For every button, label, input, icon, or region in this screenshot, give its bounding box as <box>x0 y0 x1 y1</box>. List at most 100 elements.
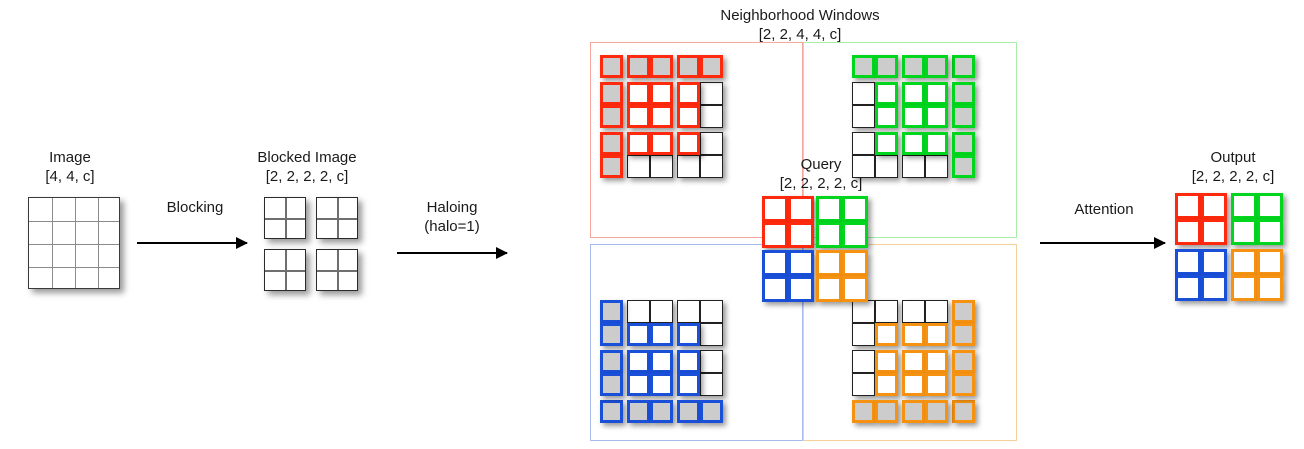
halo-cell <box>852 55 875 78</box>
query-blocks <box>762 196 878 312</box>
halo-cell <box>875 55 898 78</box>
blocked-shape: [2, 2, 2, 2, c] <box>265 168 349 185</box>
image-grid-line <box>29 221 119 223</box>
halo-cell <box>627 55 650 78</box>
window-cell <box>852 82 875 105</box>
window-cell <box>677 373 700 396</box>
window-cell <box>1201 249 1227 275</box>
halo-edge-strip <box>627 55 673 101</box>
neighborhood-block <box>677 350 723 396</box>
halo-edge-strip <box>627 400 673 446</box>
halo-edge-strip <box>952 82 998 128</box>
window-cell <box>627 132 650 155</box>
output-block-bottom-right <box>1231 249 1283 301</box>
window-cell <box>875 373 898 396</box>
window-cell <box>700 105 723 128</box>
window-cell <box>852 132 875 155</box>
neighborhood-block <box>677 82 723 128</box>
window-cell <box>816 196 842 222</box>
neighborhood-block <box>627 132 673 178</box>
quadrant-frame-bottom-right <box>803 244 1017 441</box>
window-cell <box>902 105 925 128</box>
arrow-haloing <box>397 247 508 259</box>
image-shape: [4, 4, c] <box>45 168 95 185</box>
neighborhood-block <box>852 300 898 346</box>
halo-edge-strip <box>952 300 998 346</box>
window-cell <box>852 300 875 323</box>
window-cell <box>762 276 788 302</box>
window-cell <box>925 300 948 323</box>
window-cell <box>852 155 875 178</box>
window-cell <box>875 323 898 346</box>
halo-corner-cell <box>600 400 623 423</box>
window-cell <box>627 323 650 346</box>
window-cell <box>875 105 898 128</box>
window-cell <box>650 323 673 346</box>
blocked-image-block <box>316 197 358 239</box>
window-cell <box>762 196 788 222</box>
arrow-haloing-sublabel: (halo=1) <box>424 218 480 235</box>
image-grid-line <box>98 198 100 288</box>
window-cell <box>902 300 925 323</box>
window-cell <box>1257 193 1283 219</box>
arrow-blocking <box>137 237 248 249</box>
query-shape: [2, 2, 2, 2, c] <box>779 175 863 192</box>
blocked-image-block <box>264 249 306 291</box>
image-title: Image <box>49 149 91 166</box>
window-cell <box>1201 275 1227 301</box>
window-cell <box>1175 193 1201 219</box>
window-cell <box>1175 275 1201 301</box>
image-grid-line <box>75 198 77 288</box>
window-cell <box>650 132 673 155</box>
neighborhood-block <box>677 300 723 346</box>
window-cell <box>627 155 650 178</box>
halo-cell <box>600 155 623 178</box>
halo-cell <box>600 350 623 373</box>
halo-cell <box>902 400 925 423</box>
image-grid-line <box>29 244 119 246</box>
halo-cell <box>600 300 623 323</box>
query-block-bottom-right <box>816 250 868 302</box>
window-cell <box>1231 193 1257 219</box>
window-cell <box>925 350 948 373</box>
window-cell <box>902 132 925 155</box>
window-cell <box>875 132 898 155</box>
halo-edge-strip <box>902 400 948 446</box>
window-cell <box>677 105 700 128</box>
window-cell <box>925 132 948 155</box>
window-cell <box>842 250 868 276</box>
window-cell <box>842 222 868 248</box>
window-cell <box>650 373 673 396</box>
blocked-image-block <box>316 249 358 291</box>
halo-edge-strip <box>952 350 998 396</box>
halo-edge-strip <box>852 55 898 101</box>
image-grid <box>28 197 120 289</box>
window-cell <box>677 132 700 155</box>
window-cell <box>677 323 700 346</box>
window-cell <box>1231 275 1257 301</box>
halo-corner-cell <box>600 55 623 78</box>
window-cell <box>875 300 898 323</box>
window-cell <box>1201 193 1227 219</box>
window-cell <box>788 276 814 302</box>
blocked-title: Blocked Image <box>257 149 357 166</box>
window-cell <box>627 300 650 323</box>
halo-edge-strip <box>600 300 646 346</box>
window-cell <box>627 105 650 128</box>
halo-edge-strip <box>902 55 948 101</box>
output-shape: [2, 2, 2, 2, c] <box>1191 168 1275 185</box>
output-block-top-left <box>1175 193 1227 245</box>
halo-cell <box>952 373 975 396</box>
halo-cell <box>952 323 975 346</box>
output-title: Output <box>1210 149 1256 166</box>
block-grid-line <box>317 270 357 272</box>
neighborhood-block <box>902 132 948 178</box>
window-cell <box>650 105 673 128</box>
quadrant-frame-top-left <box>590 42 803 238</box>
query-block-bottom-left <box>762 250 814 302</box>
halo-cell <box>902 55 925 78</box>
halo-cell <box>600 82 623 105</box>
halo-cell <box>627 400 650 423</box>
window-cell <box>650 350 673 373</box>
